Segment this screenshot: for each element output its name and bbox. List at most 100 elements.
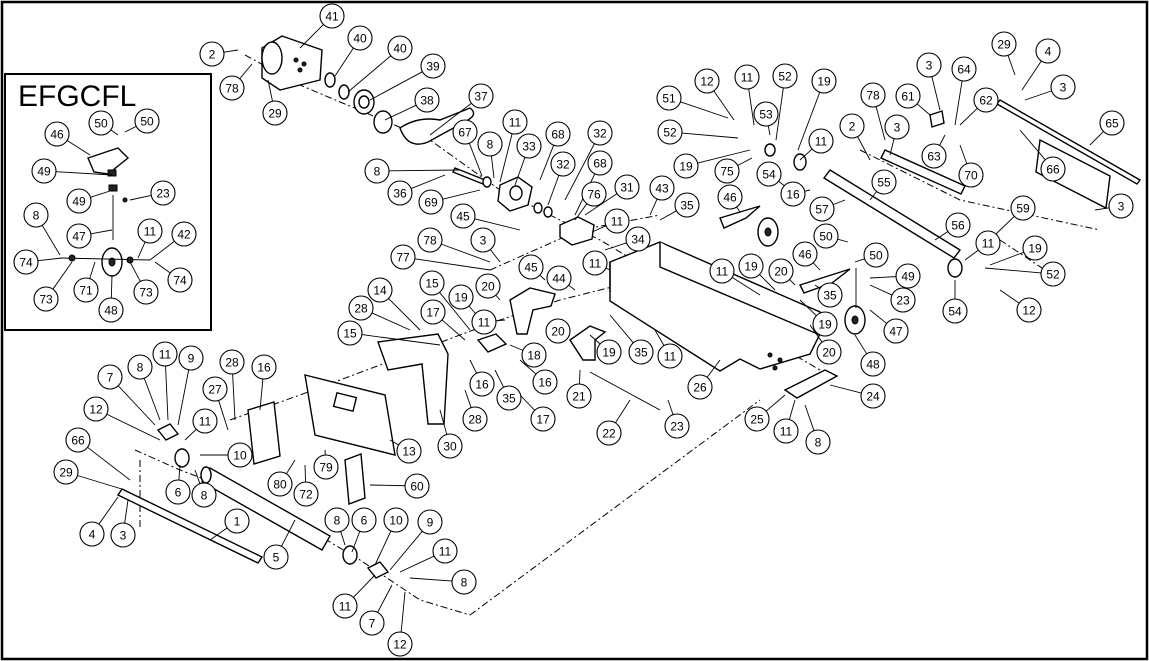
callout-leader — [490, 155, 495, 179]
callout-circle — [23, 202, 49, 228]
callout-number: 68 — [593, 157, 607, 171]
callout-number: 66 — [71, 434, 85, 448]
callout-number: 15 — [425, 277, 439, 291]
callout-leader — [916, 103, 931, 116]
callout-leader — [285, 459, 296, 475]
callout-circle — [811, 68, 837, 94]
callout-number: 46 — [798, 248, 812, 262]
callout-16: 16 — [780, 181, 806, 207]
callout-8: 8 — [324, 507, 350, 533]
callout-3: 3 — [1050, 74, 1076, 100]
callout-leader — [706, 359, 721, 378]
rotor-assembly — [452, 167, 595, 246]
inset-leader-lines — [37, 125, 175, 299]
callout-leader — [829, 384, 862, 394]
callout-leader — [568, 284, 576, 291]
callout-circle — [973, 87, 999, 113]
callout-leader — [178, 464, 181, 481]
callout-circle — [1040, 261, 1066, 287]
callout-11: 11 — [432, 538, 458, 564]
callout-3: 3 — [110, 522, 136, 548]
callout-number: 11 — [780, 425, 793, 439]
callout-circle — [664, 413, 690, 439]
callout-number: 10 — [389, 514, 403, 528]
callout-circle — [73, 277, 99, 303]
callout-circle — [324, 507, 350, 533]
callout-number: 45 — [456, 210, 470, 224]
callout-circle — [387, 631, 413, 657]
callout-circle — [417, 509, 443, 535]
callout-45: 45 — [450, 203, 476, 229]
callout-40: 40 — [387, 35, 413, 61]
inset-title: EFGCFL — [18, 80, 136, 113]
callout-circle — [916, 52, 942, 78]
callout-circle — [545, 121, 571, 147]
callout-19: 19 — [812, 311, 838, 337]
callout-circle — [150, 180, 176, 206]
callout-number: 10 — [233, 449, 247, 463]
callout-number: 6 — [175, 486, 182, 500]
callout-circle — [364, 158, 390, 184]
callout-circle — [420, 53, 446, 79]
callout-leader — [340, 531, 346, 546]
callout-leader — [857, 136, 871, 161]
brackets — [247, 287, 661, 505]
callout-number: 28 — [468, 413, 482, 427]
callout-52: 52 — [1040, 261, 1066, 287]
callout-circle — [694, 68, 720, 94]
callout-leader — [681, 132, 739, 139]
callout-22: 22 — [596, 420, 622, 446]
callout-circle — [79, 521, 105, 547]
callout-1: 1 — [224, 508, 250, 534]
callout-circle — [714, 158, 740, 184]
callout-circle — [404, 473, 430, 499]
inset-callout-leader — [110, 129, 119, 136]
callout-leader — [659, 210, 677, 221]
callout-circle — [293, 481, 319, 507]
callout-circle — [502, 109, 528, 135]
callout-circle — [262, 100, 288, 126]
callout-leader — [589, 334, 601, 345]
callout-leader — [389, 439, 399, 446]
inset-callout-leader — [137, 241, 146, 259]
callout-59: 59 — [1010, 195, 1036, 221]
callout-circle — [251, 354, 277, 380]
callout-circle — [738, 253, 764, 279]
callout-leader — [854, 334, 868, 355]
callout-leader — [736, 206, 741, 213]
callout-63: 63 — [921, 143, 947, 169]
callout-number: 40 — [353, 32, 367, 46]
callout-leader — [1024, 90, 1052, 101]
callout-circle — [614, 174, 640, 200]
callout-circle — [1050, 74, 1076, 100]
inset-callout-8: 8 — [23, 202, 49, 228]
callout-leader — [353, 574, 376, 598]
callout-number: 11 — [716, 265, 729, 279]
callout-number: 29 — [997, 38, 1011, 52]
callout-number: 1 — [234, 515, 241, 529]
callout-leader — [77, 475, 126, 491]
callout-circle — [1099, 110, 1125, 136]
callout-20: 20 — [816, 339, 842, 365]
callout-number: 23 — [896, 294, 910, 308]
callout-35: 35 — [496, 385, 522, 411]
callout-number: 77 — [396, 251, 410, 265]
callout-number: 63 — [927, 150, 941, 164]
callout-4: 4 — [1035, 38, 1061, 64]
callout-number: 11 — [664, 350, 677, 364]
callout-leader — [797, 92, 821, 151]
callout-77: 77 — [390, 244, 416, 270]
callout-19: 19 — [1022, 235, 1048, 261]
inset-callout-leader — [89, 261, 96, 279]
inset-callout-leader — [37, 257, 63, 262]
callout-circle — [452, 119, 478, 145]
callout-circle — [780, 181, 806, 207]
callout-leader — [299, 24, 324, 49]
callout-number: 8 — [334, 514, 341, 528]
callout-11: 11 — [471, 309, 497, 335]
callout-number: 72 — [299, 488, 313, 502]
callout-leader — [759, 274, 776, 291]
callout-number: 19 — [744, 260, 758, 274]
callout-circle — [337, 320, 363, 346]
callout-circle — [367, 277, 393, 303]
